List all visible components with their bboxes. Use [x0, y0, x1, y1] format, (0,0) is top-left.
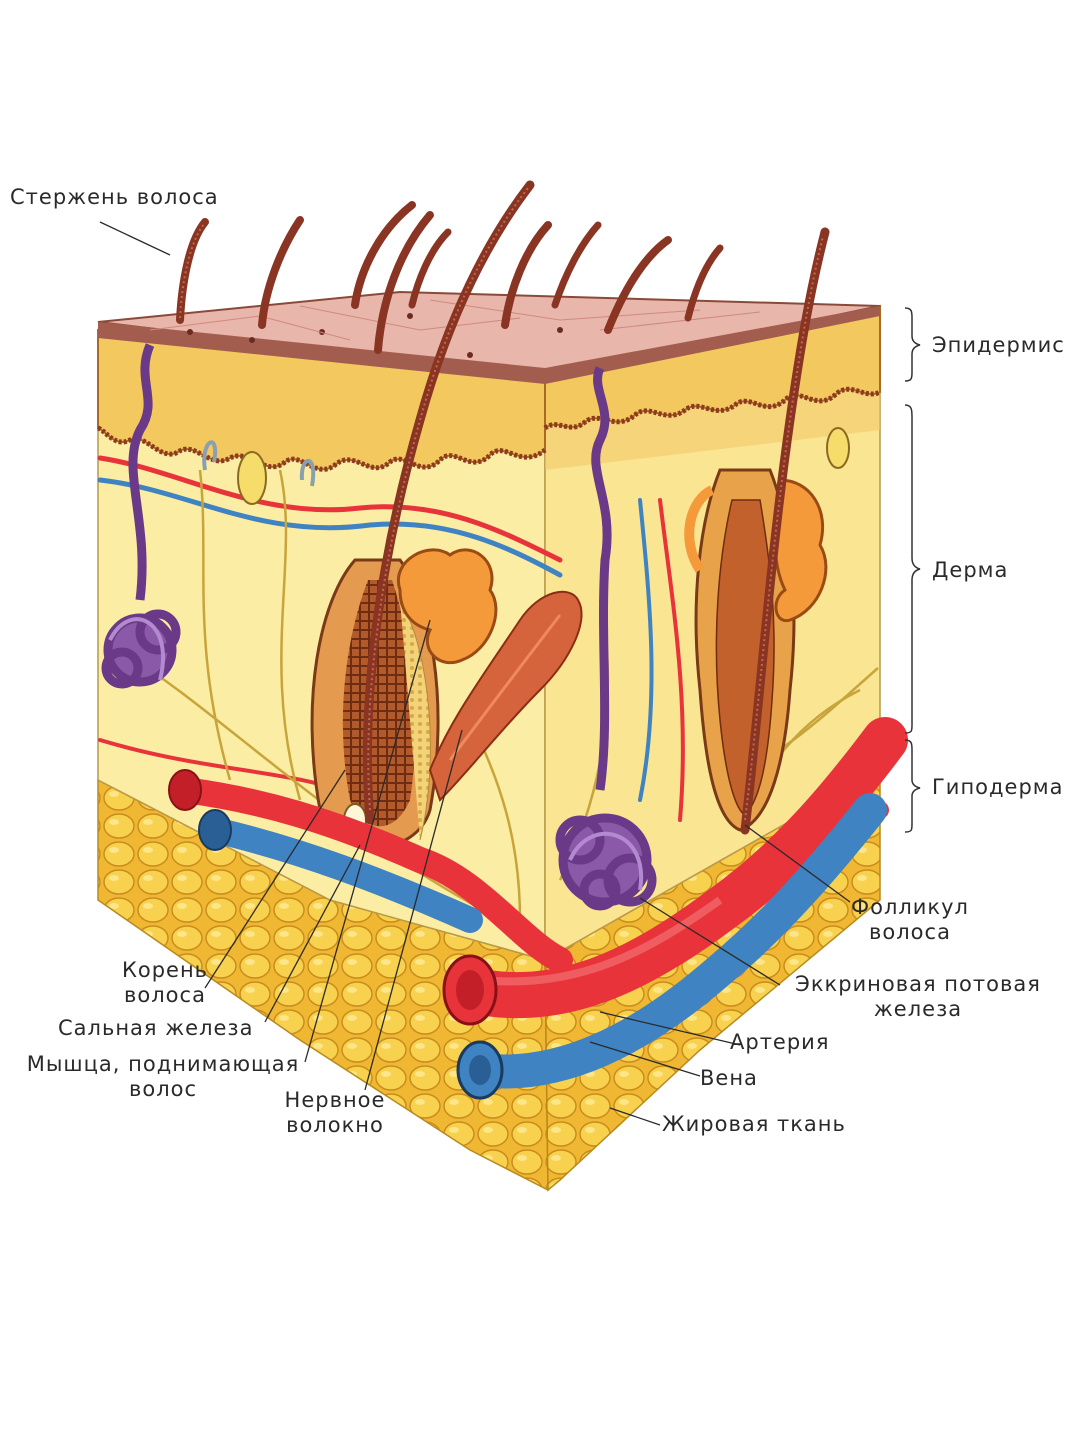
label-hair-follicle: Фолликул волоса: [835, 895, 985, 945]
label-eccrine-gland-line1: Эккриновая потовая: [795, 972, 1041, 996]
label-hypodermis: Гиподерма: [932, 775, 1064, 799]
label-hair-follicle-line2: волоса: [869, 920, 951, 944]
label-arrector-muscle-line2: волос: [128, 1077, 198, 1101]
label-nerve-fibre: Нервное волокно: [270, 1088, 400, 1138]
layer-brackets: [904, 307, 921, 833]
label-dermis: Дерма: [932, 558, 1009, 582]
label-hair-root-line1: Корень: [121, 958, 209, 982]
label-eccrine-gland: Эккриновая потовая железа: [782, 972, 1054, 1022]
label-sebaceous-gland: Сальная железа: [58, 1016, 254, 1040]
label-artery: Артерия: [730, 1030, 830, 1054]
label-hair-root-line2: волоса: [124, 983, 206, 1007]
sweat-gland-left: [101, 343, 181, 689]
label-arrector-muscle: Мышца, поднимающая волос: [18, 1052, 308, 1102]
label-arrector-muscle-line1: Мышца, поднимающая: [26, 1052, 300, 1076]
label-hair-root: Корень волоса: [100, 958, 230, 1008]
sebaceous-gland-left: [396, 548, 498, 665]
skin-surface: [97, 290, 881, 384]
label-epidermis: Эпидермис: [932, 333, 1065, 357]
label-nerve-fibre-line2: волокно: [286, 1113, 384, 1137]
label-vein: Вена: [700, 1066, 758, 1090]
leader-lines: [99, 221, 851, 1126]
label-fat-tissue: Жировая ткань: [662, 1112, 846, 1136]
label-hair-follicle-line1: Фолликул: [851, 895, 969, 919]
arrector-pili-muscle: [428, 590, 583, 802]
sensory-corpuscles: [202, 427, 850, 505]
epidermis-right-band: [543, 304, 882, 431]
large-vessels: [168, 717, 908, 1100]
label-eccrine-gland-line2: железа: [873, 997, 963, 1021]
label-nerve-fibre-line1: Нервное: [284, 1088, 386, 1112]
hair-shafts: [176, 180, 830, 835]
sweat-gland-right: [555, 366, 657, 911]
label-hair-shaft: Стержень волоса: [10, 185, 219, 209]
